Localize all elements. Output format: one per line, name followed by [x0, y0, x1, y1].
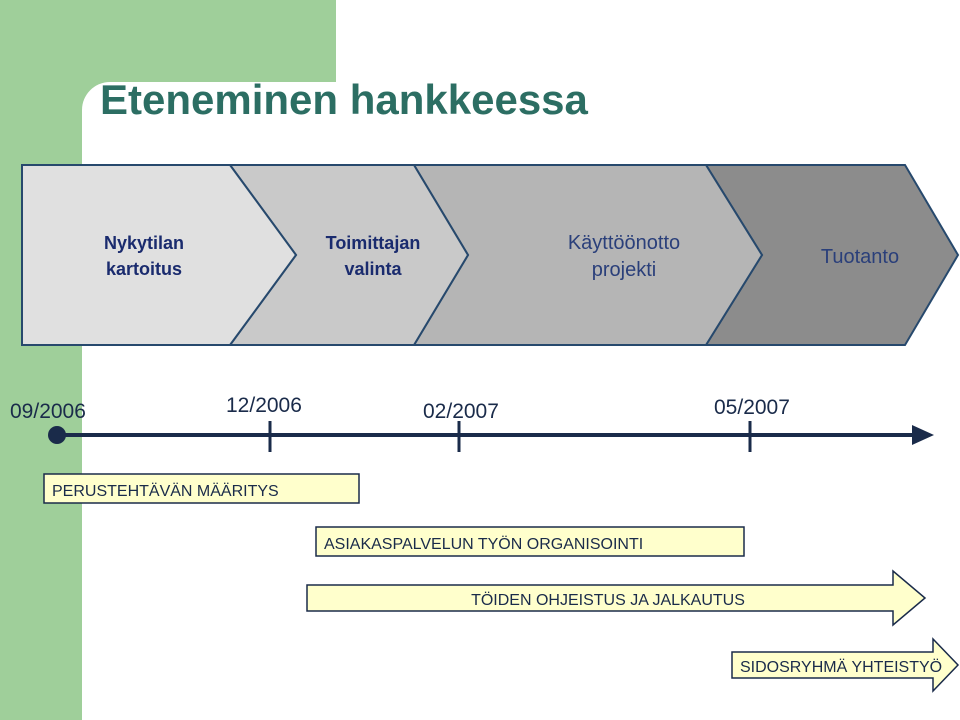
phase-2-label-line2: valinta [344, 259, 402, 279]
activity-label-3: TÖIDEN OHJEISTUS JA JALKAUTUS [471, 591, 745, 609]
date-label-3: 02/2007 [423, 400, 499, 423]
activity-bar-2 [315, 526, 745, 557]
activity-label-4: SIDOSRYHMÄ YHTEISTYÖ [740, 658, 942, 676]
timeline-start-dot [48, 426, 66, 444]
phase-4-label-line1: Tuotanto [821, 246, 899, 268]
activity-label-1: PERUSTEHTÄVÄN MÄÄRITYS [52, 482, 279, 500]
green-side-band [0, 0, 82, 720]
date-label-4: 05/2007 [714, 396, 790, 419]
activity-bar-1 [43, 473, 360, 504]
phase-3-label-line2: projekti [592, 259, 656, 281]
phase-2-label-line1: Toimittajan [326, 233, 421, 253]
phase-3-label-line1: Käyttöönotto [568, 232, 680, 254]
phase-1-label-line2: kartoitus [106, 259, 182, 279]
timeline-arrowhead [912, 425, 934, 445]
date-label-1: 09/2006 [10, 400, 86, 423]
activity-arrow-4 [731, 637, 960, 693]
phase-1-label-line1: Nykytilan [104, 233, 184, 253]
page-title: Eteneminen hankkeessa [100, 76, 588, 123]
phase-1-shape [21, 164, 298, 346]
date-label-2: 12/2006 [226, 394, 302, 417]
activity-label-2: ASIAKASPALVELUN TYÖN ORGANISOINTI [324, 535, 643, 553]
activity-arrow-3 [306, 569, 927, 627]
title-panel [82, 82, 960, 130]
